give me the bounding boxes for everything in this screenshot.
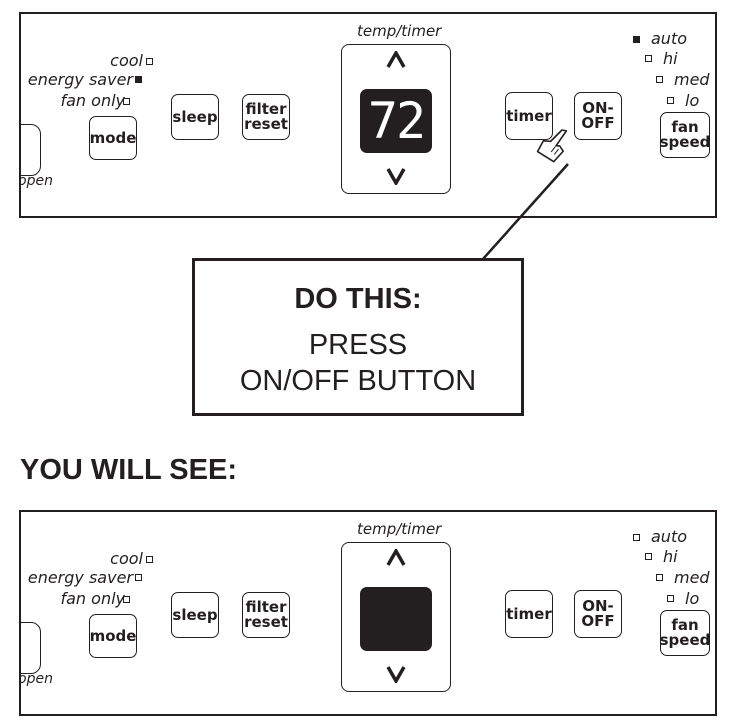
fan-label-auto: auto — [651, 29, 688, 48]
timer-button[interactable]: timer — [505, 92, 553, 140]
down-arrow-icon[interactable] — [342, 167, 450, 185]
mode-indicator-energy-saver — [135, 76, 142, 83]
callout-line-1: PRESS — [308, 329, 408, 361]
door-handle — [21, 124, 41, 176]
temp-timer-label: temp/timer — [357, 520, 442, 538]
mode-label-cool: cool — [110, 51, 143, 70]
temperature-display: 72 — [360, 89, 432, 153]
control-panel-before: open cool energy saver fan only mode sle… — [19, 12, 717, 218]
open-label: open — [19, 671, 53, 687]
fan-indicator-med — [656, 76, 663, 83]
sleep-button[interactable]: sleep — [171, 94, 219, 140]
result-heading: YOU WILL SEE: — [20, 454, 237, 486]
callout-line-2: ON/OFF BUTTON — [239, 365, 477, 397]
fan-label-med: med — [674, 70, 710, 89]
mode-indicator-energy-saver — [135, 574, 142, 581]
fan-label-lo: lo — [685, 91, 700, 110]
temperature-display — [360, 587, 432, 651]
fan-indicator-auto — [633, 36, 640, 43]
mode-indicator-cool — [146, 556, 153, 563]
mode-label-fan-only: fan only — [60, 91, 125, 110]
temp-timer-label: temp/timer — [357, 22, 442, 40]
up-arrow-icon[interactable] — [342, 549, 450, 567]
fan-label-hi: hi — [663, 547, 678, 566]
door-handle — [21, 622, 41, 674]
temp-control: 72 — [341, 44, 451, 194]
pointing-hand-icon — [536, 129, 568, 163]
instruction-callout: DO THIS: PRESS ON/OFF BUTTON — [192, 258, 524, 416]
on-off-button[interactable]: ON-OFF — [574, 92, 622, 140]
fan-label-auto: auto — [651, 527, 688, 546]
fan-label-lo: lo — [685, 589, 700, 608]
control-panel-after: open cool energy saver fan only mode sle… — [19, 510, 717, 716]
fan-indicator-hi — [645, 55, 652, 62]
sleep-button[interactable]: sleep — [171, 592, 219, 638]
callout-title: DO THIS: — [294, 283, 422, 315]
mode-label-fan-only: fan only — [60, 589, 125, 608]
mode-button[interactable]: mode — [89, 614, 137, 658]
down-arrow-icon[interactable] — [342, 665, 450, 683]
open-label: open — [19, 173, 53, 189]
mode-button[interactable]: mode — [89, 116, 137, 160]
fan-label-med: med — [674, 568, 710, 587]
fan-indicator-hi — [645, 553, 652, 560]
temp-control — [341, 542, 451, 692]
fan-indicator-lo — [667, 595, 674, 602]
timer-button[interactable]: timer — [505, 590, 553, 638]
mode-indicator-fan-only — [123, 98, 130, 105]
fan-indicator-auto — [633, 534, 640, 541]
mode-label-energy-saver: energy saver — [27, 70, 133, 89]
mode-label-cool: cool — [110, 549, 143, 568]
mode-indicator-fan-only — [123, 596, 130, 603]
fan-indicator-lo — [667, 97, 674, 104]
up-arrow-icon[interactable] — [342, 51, 450, 69]
on-off-button[interactable]: ON-OFF — [574, 590, 622, 638]
mode-label-energy-saver: energy saver — [27, 568, 133, 587]
mode-indicator-cool — [146, 58, 153, 65]
fan-indicator-med — [656, 574, 663, 581]
fan-label-hi: hi — [663, 49, 678, 68]
